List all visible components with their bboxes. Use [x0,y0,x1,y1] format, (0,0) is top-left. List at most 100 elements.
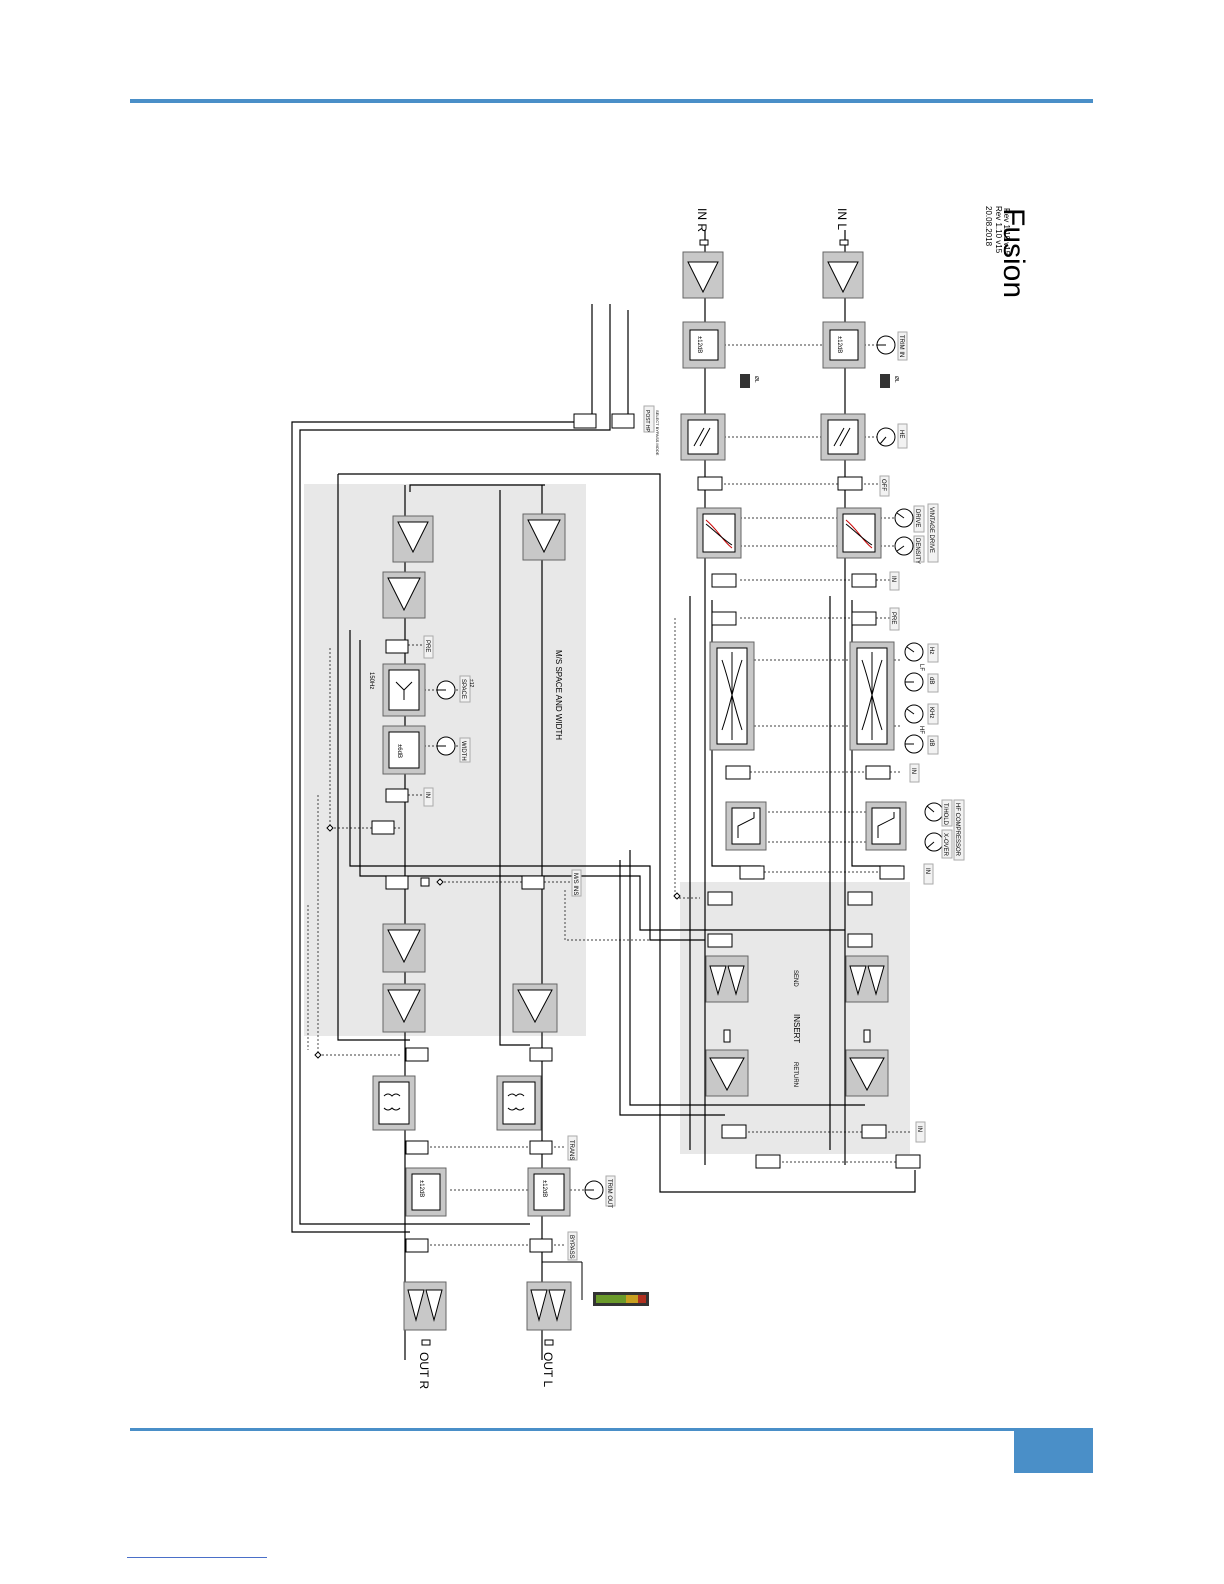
phase-switch-r[interactable]: ØL [740,374,759,388]
svg-text:150Hz: 150Hz [368,672,374,689]
eq-pre-switch[interactable]: PRE [711,607,900,631]
trans-switch[interactable]: TRANS [405,1135,578,1161]
svg-text:M/S INS: M/S INS [572,873,578,895]
svg-text:KHz: KHz [928,707,934,718]
svg-text:SPACE: SPACE [460,679,466,699]
insert-label: INSERT [792,1014,801,1043]
svg-text:IN: IN [924,868,930,874]
svg-text:SELECT BYPASS MODE: SELECT BYPASS MODE [655,410,660,456]
header-rule [130,99,1093,103]
svg-text:TRANS: TRANS [568,1140,574,1160]
ms-decode-amp-l [512,983,558,1033]
density-knob[interactable]: DENSITY [894,535,925,564]
send-jack-r [723,1029,731,1043]
svg-text:IN: IN [890,576,896,582]
hpf-block-l [820,413,866,461]
comp-in-switch[interactable]: IN [739,863,934,885]
trim-in-block-l: ±12dB [822,321,866,369]
junction-diamonds [314,824,681,1059]
send-block-r [705,955,749,1003]
svg-text:BYPASS: BYPASS [568,1235,574,1259]
svg-text:±6dB: ±6dB [396,744,402,758]
space-knob[interactable]: SPACE ±12 [436,675,474,703]
ms-sum-amp-1 [382,571,426,619]
svg-text:PRE: PRE [424,640,430,652]
insert-switches[interactable] [707,891,873,948]
svg-text:DENSITY: DENSITY [914,538,920,564]
trim-in-knob[interactable]: TRIM IN [876,331,908,361]
out-l-label: OUT L [541,1352,555,1387]
out-r-label: OUT R [417,1352,431,1389]
svg-text:±12dB: ±12dB [418,1180,424,1197]
svg-text:DRIVE: DRIVE [914,509,920,527]
bypass-switch[interactable]: BYPASS [405,1231,578,1261]
phase-switch-l[interactable]: ØL [880,374,899,388]
return-block-r [705,1049,749,1097]
ms-side-amp [522,513,566,561]
svg-text:±12dB: ±12dB [836,336,842,353]
send-label: SEND [792,970,798,987]
lf-gain-knob[interactable]: dB [904,672,939,693]
off-switch[interactable]: OFF [697,475,890,497]
svg-text:HE: HE [898,430,904,438]
send-block-l [845,955,889,1003]
trim-out-knob[interactable]: TRIM OUT [584,1175,616,1208]
space-block: 150Hz [368,663,426,717]
return-label: RETURN [792,1062,798,1087]
ms-decode-amp-r [382,983,426,1033]
drive-knob[interactable]: DRIVE [894,505,925,533]
insert-in-switch[interactable]: IN [721,1121,926,1169]
svg-text:VINTAGE DRIVE: VINTAGE DRIVE [928,507,934,553]
svg-text:TRIM IN: TRIM IN [898,335,904,357]
svg-text:IN: IN [916,1126,922,1132]
title-block: Fusion Rev 1.10 v15 [997,208,1030,298]
width-knob[interactable]: WIDTH [436,736,471,763]
svg-text:dB: dB [928,677,934,684]
output-amp-l [526,1281,572,1331]
ms-out-switches[interactable] [405,1047,553,1062]
document-title: Fusion [997,208,1030,298]
hpf-block-r [680,413,726,461]
transformer-r [372,1075,416,1131]
ms-pre-switch[interactable]: PRE [385,635,434,659]
hf-compressor-title: HF COMPRESSOR [953,799,965,861]
io-labels: IN L IN R OUT L OUT R [417,208,849,1389]
threshold-knob[interactable]: T/HOLD [924,799,953,827]
eq-in-switch[interactable]: IN [725,763,920,783]
svg-text:PRE: PRE [890,612,896,624]
svg-text:HF COMPRESSOR: HF COMPRESSOR [954,803,960,857]
insert-panel [680,882,910,1154]
hf-compressor-block-r [725,801,767,851]
vintage-drive-block-l [836,507,882,559]
hf-gain-knob[interactable]: dB [904,734,939,755]
hf-label: HF [918,726,924,734]
trim-out-block-l: ±12dB [527,1167,571,1217]
ms-ins-switch[interactable]: M/S INS [385,869,582,897]
in-r-label: IN R [695,208,709,232]
document-revision: Rev 1.10 v15 [1002,208,1011,256]
lf-freq-knob[interactable]: Hz [904,642,939,663]
hf-compressor-block-l [865,801,907,851]
svg-text:WIDTH: WIDTH [460,741,466,761]
eq-block-l [849,641,895,751]
svg-text:±12dB: ±12dB [541,1180,547,1197]
vintage-drive-block-r [696,507,742,559]
trim-in-block-r: ±12dB [682,321,726,369]
svg-text:Hz: Hz [928,647,934,654]
svg-text:TRIM OUT: TRIM OUT [606,1179,612,1208]
output-amp-r [403,1281,447,1331]
svg-text:±12: ±12 [468,679,474,688]
ms-mid-inverter [392,515,434,563]
eq-block-r [709,641,755,751]
post-hp-switches[interactable]: POST HP SELECT BYPASS MODE [573,405,660,456]
drive-in-switch[interactable]: IN [711,571,900,591]
ms-in-switch[interactable]: IN [371,787,434,835]
svg-text:OFF: OFF [880,479,886,491]
level-meter [542,1261,649,1306]
hpf-knob[interactable]: HE [876,423,908,449]
hf-freq-knob[interactable]: KHz [904,703,939,725]
ms-section-title: M/S SPACE AND WIDTH [554,650,563,740]
svg-text:IN: IN [910,768,916,774]
x-over-knob[interactable]: X-OVER [924,829,953,859]
